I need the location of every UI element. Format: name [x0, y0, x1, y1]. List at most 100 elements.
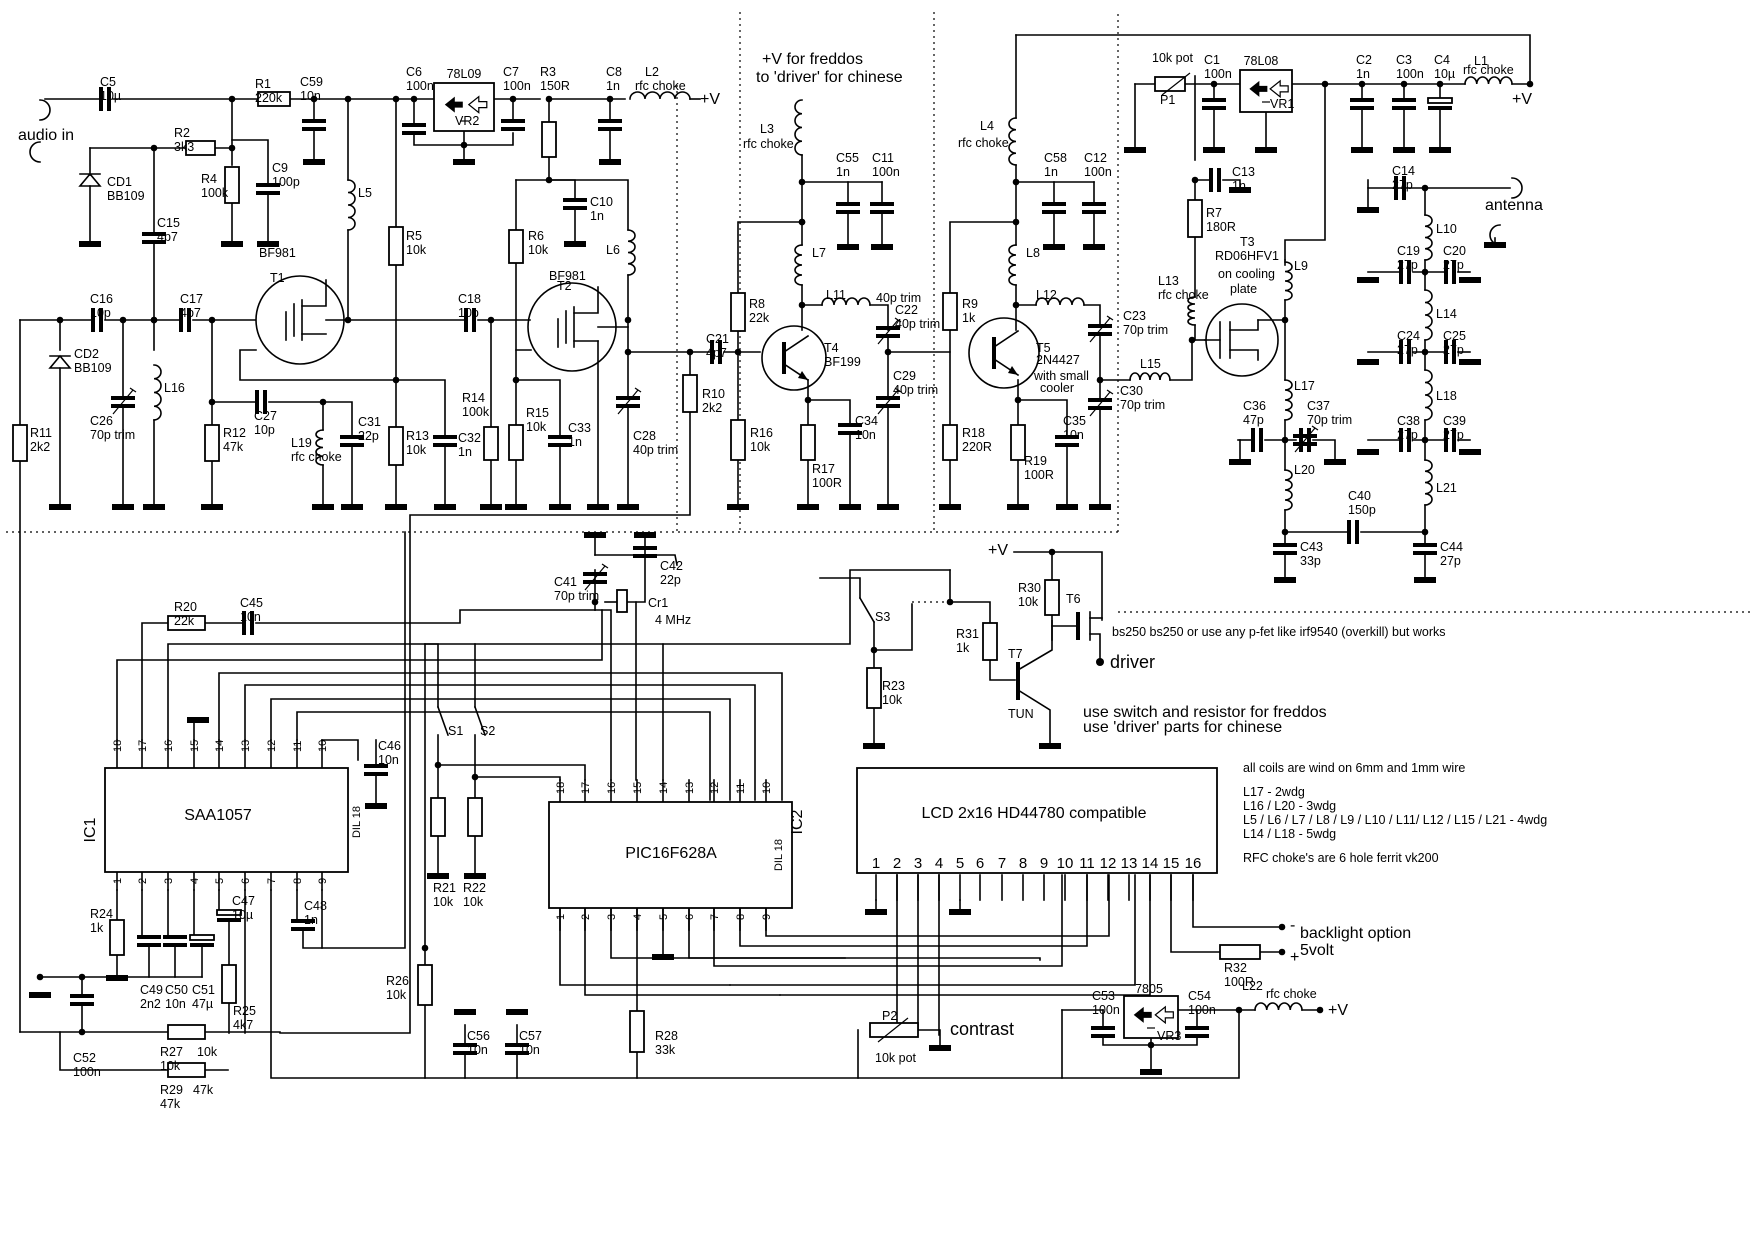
resistor-icon [800, 424, 816, 461]
contrast-label: contrast [950, 1019, 1014, 1039]
value-c11: 100n [872, 165, 900, 179]
ref-c47: C47 [232, 894, 255, 908]
crystal-icon [616, 589, 628, 613]
ic2-ref: IC2 [789, 809, 806, 834]
ref-r1: R1 [255, 77, 271, 91]
value-c19: 27p [1397, 258, 1418, 272]
ref-l19: L19 [291, 436, 312, 450]
jack-icon [29, 141, 41, 163]
ic1-top-pin-16: 16 [163, 740, 175, 752]
junction-dot [150, 316, 158, 324]
trimmer-icon [601, 563, 609, 569]
note-mode-2: use 'driver' parts for chinese [1083, 719, 1282, 736]
resistor-icon [417, 964, 433, 1006]
wire [424, 643, 439, 708]
ref-l12: L12 [1036, 288, 1057, 302]
vplus-label-2: +V [1512, 91, 1532, 108]
resistor-icon [730, 292, 746, 332]
regulator-arrow-icon [467, 95, 488, 114]
value-c58: 1n [1044, 165, 1058, 179]
junction-dot [624, 316, 632, 324]
value-c45: 10n [240, 610, 261, 624]
value-c14: 27p [1392, 178, 1413, 192]
ref-s1: S1 [448, 724, 463, 738]
trimmer-icon [1106, 389, 1114, 395]
ref-c58: C58 [1044, 151, 1067, 165]
value-c35: 10n [1063, 428, 1084, 442]
ref-r24: R24 [90, 907, 113, 921]
value-r32: 100R [1224, 975, 1254, 989]
ref-c16: C16 [90, 292, 113, 306]
value-c59: 10n [300, 89, 321, 103]
wire [141, 622, 169, 741]
ref-t2: T2 [557, 279, 572, 293]
coil-note-3: L5 / L6 / L7 / L8 / L9 / L10 / L11/ L12 … [1243, 813, 1547, 827]
ref-r2: R2 [174, 126, 190, 140]
value-c5: 10µ [100, 89, 121, 103]
inductor-icon [315, 429, 324, 466]
resistor-icon [221, 964, 237, 1004]
value-c15: 4p7 [157, 230, 178, 244]
lcd-name: LCD 2x16 HD44780 compatible [921, 805, 1146, 822]
value-c7: 100n [503, 79, 531, 93]
junction-dot [36, 973, 44, 981]
value-c26: 70p trim [90, 428, 135, 442]
electrolytic-capacitor-icon [1427, 97, 1453, 104]
value-c51: 47µ [192, 997, 213, 1011]
trim-label-c22: 40p trim [876, 291, 921, 305]
wire [279, 411, 691, 1034]
inductor-icon [1187, 296, 1196, 326]
ic1-top-pin-11: 11 [292, 741, 304, 752]
resistor-icon [483, 426, 499, 461]
regulator-ref-vr1: VR1 [1270, 97, 1294, 111]
ref-r3: R3 [540, 65, 556, 79]
inductor-icon [153, 364, 162, 421]
ic2-bottom-pin-6: 6 [684, 914, 696, 920]
value-c17: 4p7 [180, 306, 201, 320]
wire [739, 874, 1088, 947]
wire [610, 907, 846, 959]
resistor-icon [109, 919, 125, 956]
value-r11: 2k2 [30, 440, 50, 454]
resistor-icon [1010, 424, 1026, 461]
resistor-icon [730, 419, 746, 461]
ic2-top-pin-10: 10 [761, 782, 773, 794]
coil-note-5: RFC choke's are 6 hole ferrit vk200 [1243, 851, 1439, 865]
value-c4: 10µ [1434, 67, 1455, 81]
note-t3-1: on cooling [1218, 267, 1275, 281]
value-l13: rfc choke [1158, 288, 1209, 302]
transistor-collector-icon [782, 334, 810, 354]
regulator-arrow-icon [1133, 1006, 1152, 1023]
ref-l3: L3 [760, 122, 774, 136]
ref-r32: R32 [1224, 961, 1247, 975]
lcd-body [856, 767, 1218, 874]
value-r23: 10k [882, 693, 903, 707]
ref-c32: C32 [458, 431, 481, 445]
value-c9: 100p [272, 175, 300, 189]
ref-c48: C48 [304, 899, 327, 913]
ref-l14: L14 [1436, 307, 1457, 321]
trimmer-icon [112, 389, 134, 415]
ref-t7: T7 [1008, 647, 1023, 661]
inductor-icon [1254, 1002, 1303, 1011]
note-t5-2: cooler [1040, 381, 1074, 395]
value-r7: 180R [1206, 220, 1236, 234]
ic2-bottom-pin-8: 8 [735, 914, 747, 920]
resistor-icon [167, 615, 206, 631]
inductor-icon [1424, 459, 1433, 506]
value-c18: 10p [458, 306, 479, 320]
wire [1192, 874, 1283, 928]
wire [1015, 34, 1531, 85]
ref-c3: C3 [1396, 53, 1412, 67]
value-r12: 47k [223, 440, 244, 454]
wire [584, 907, 781, 996]
inductor-icon [1035, 297, 1085, 306]
driver-label: driver [1110, 652, 1155, 672]
ref-c18: C18 [458, 292, 481, 306]
value-r10: 2k2 [702, 401, 722, 415]
ref-c12: C12 [1084, 151, 1107, 165]
resistor-icon [942, 292, 958, 331]
inductor-icon [1424, 214, 1433, 261]
ic2-package: DIL 18 [773, 839, 785, 871]
ref-t6: T6 [1066, 592, 1081, 606]
